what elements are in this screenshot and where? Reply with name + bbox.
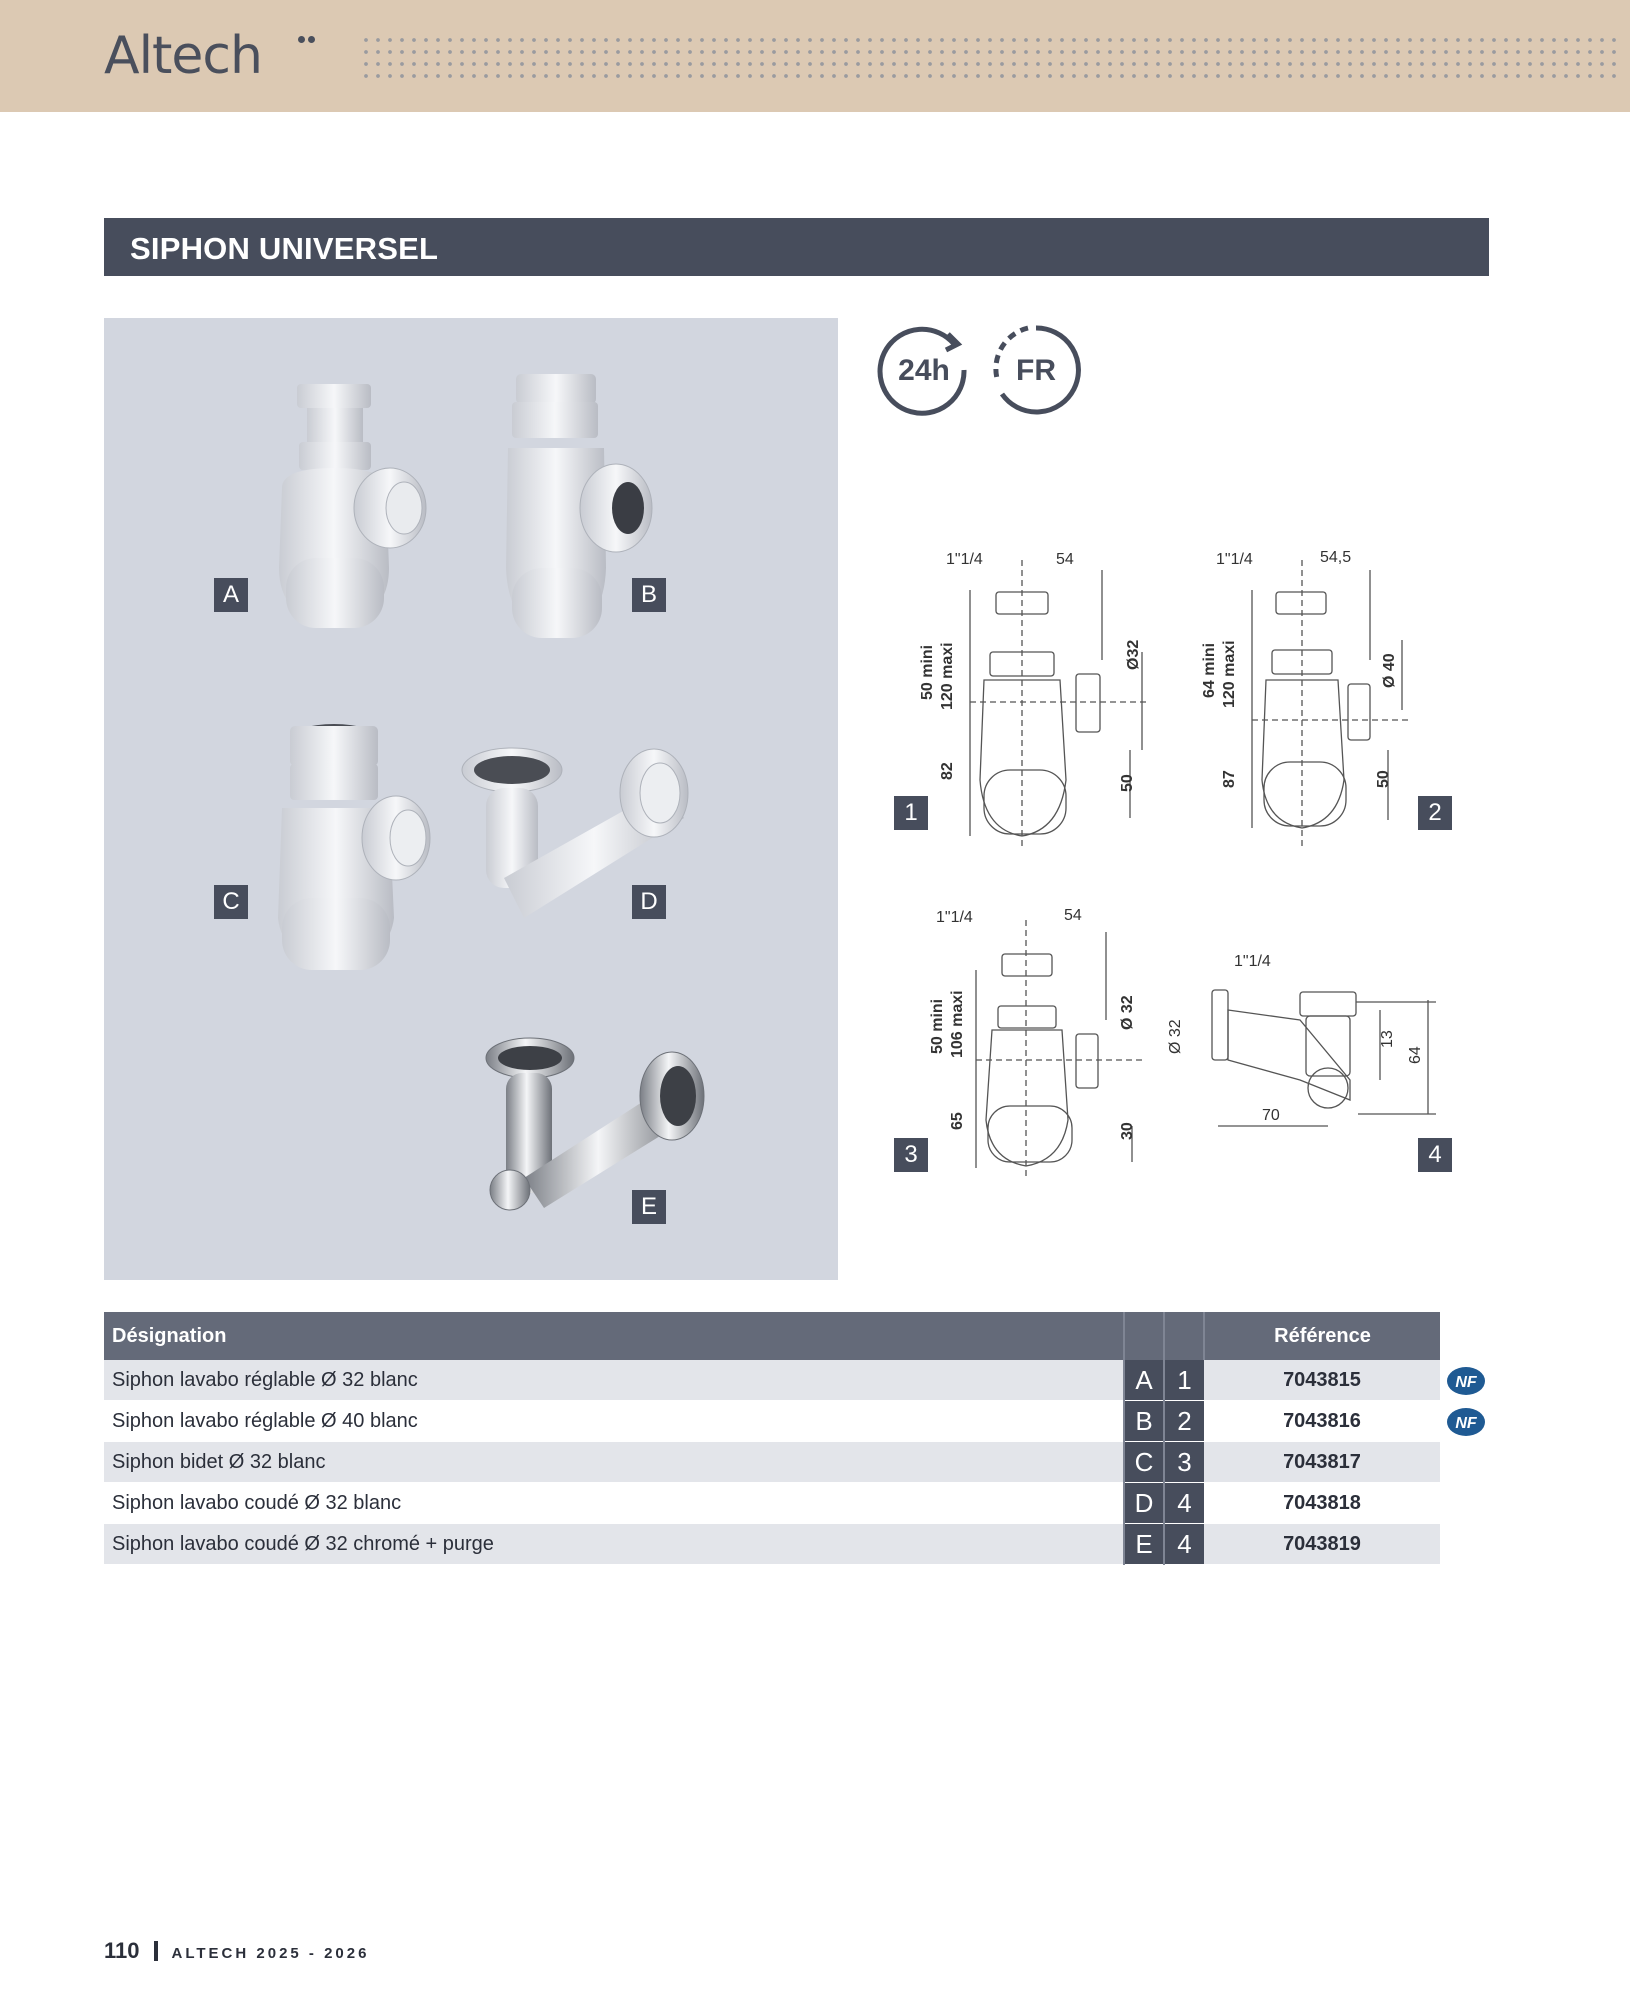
siphon-b-image — [506, 374, 653, 638]
table-header-row: Désignation Référence — [104, 1312, 1440, 1360]
d3-dia-label: Ø 32 — [1119, 995, 1136, 1030]
row-letter: C — [1123, 1441, 1164, 1483]
row-reference: 7043816 — [1204, 1400, 1440, 1442]
row-number: 4 — [1163, 1523, 1204, 1565]
fr-label: FR — [1016, 354, 1056, 387]
footer-text: ALTECH 2025 - 2026 — [171, 1945, 370, 1962]
row-designation: Siphon lavabo coudé Ø 32 blanc — [104, 1482, 1124, 1524]
row-letter: B — [1123, 1400, 1164, 1442]
row-letter: D — [1123, 1482, 1164, 1524]
france-made-icon: FR — [993, 325, 1081, 415]
siphon-c-image — [278, 724, 431, 970]
24h-label: 24h — [898, 354, 950, 387]
diagram-4 — [1211, 989, 1436, 1127]
d4-length-label: 70 — [1262, 1107, 1280, 1124]
table-row: Siphon lavabo réglable Ø 40 blanc B 2 70… — [104, 1400, 1440, 1442]
altech-logo: Altech — [104, 26, 263, 86]
row-designation: Siphon lavabo coudé Ø 32 chromé + purge — [104, 1523, 1124, 1565]
row-letter: E — [1123, 1523, 1164, 1565]
diagram-2 — [1251, 560, 1410, 850]
footer-divider — [153, 1941, 158, 1961]
section-title-bar: SIPHON UNIVERSEL — [104, 218, 1489, 276]
section-title: SIPHON UNIVERSEL — [130, 231, 439, 266]
table-row: Siphon bidet Ø 32 blanc C 3 7043817 — [104, 1441, 1440, 1483]
page-footer: 110 ALTECH 2025 - 2026 — [104, 1938, 369, 1964]
nf-certification-icon: NF — [1447, 1408, 1485, 1436]
product-illustrations — [278, 374, 705, 1211]
reference-header: Référence — [1203, 1312, 1440, 1360]
d4-h2-label: 64 — [1407, 1046, 1424, 1064]
diagram-number-4: 4 — [1418, 1138, 1452, 1172]
d2-dia-label: Ø 40 — [1381, 653, 1398, 688]
nf-label: NF — [1455, 1374, 1478, 1391]
diagram-number-2: 2 — [1418, 796, 1452, 830]
diagram-3 — [975, 920, 1142, 1180]
nf-label: NF — [1455, 1415, 1478, 1432]
row-reference: 7043818 — [1204, 1482, 1440, 1524]
d1-dia-label: Ø32 — [1125, 640, 1142, 670]
24h-delivery-icon: 24h — [877, 326, 967, 416]
siphon-d-image — [461, 747, 689, 918]
diagram-1 — [969, 560, 1150, 850]
d2-height-b-label: 120 maxi — [1221, 640, 1238, 708]
row-number: 3 — [1163, 1441, 1204, 1483]
product-badge-e: E — [632, 1190, 666, 1224]
row-designation: Siphon bidet Ø 32 blanc — [104, 1441, 1124, 1483]
row-reference: 7043815 — [1204, 1360, 1440, 1401]
product-table: Désignation Référence Siphon lavabo régl… — [104, 1312, 1440, 1565]
row-number: 1 — [1163, 1360, 1204, 1401]
row-reference: 7043819 — [1204, 1523, 1440, 1565]
d3-top-label: 1"1/4 — [936, 909, 973, 926]
siphon-a-image — [279, 384, 427, 628]
d1-top-label: 1"1/4 — [946, 551, 983, 568]
d4-dia-label: Ø 32 — [1167, 1019, 1184, 1054]
d2-outlet-label: 50 — [1375, 770, 1392, 788]
product-badge-b: B — [632, 578, 666, 612]
d2-height-a-label: 64 mini — [1201, 643, 1218, 698]
siphon-e-image — [485, 1037, 705, 1211]
d3-height-a-label: 50 mini — [929, 999, 946, 1054]
number-header — [1163, 1312, 1204, 1360]
product-photo-panel: A B C D E — [104, 318, 838, 1280]
d1-outlet-label: 50 — [1119, 774, 1136, 792]
letter-header — [1123, 1312, 1164, 1360]
product-badge-a: A — [214, 578, 248, 612]
row-designation: Siphon lavabo réglable Ø 32 blanc — [104, 1360, 1124, 1401]
product-badge-d: D — [632, 885, 666, 919]
page-number: 110 — [104, 1938, 140, 1963]
d4-h1-label: 13 — [1379, 1030, 1396, 1048]
product-badge-c: C — [214, 885, 248, 919]
d3-height-b-label: 106 maxi — [949, 990, 966, 1058]
row-letter: A — [1123, 1360, 1164, 1401]
d1-lower-label: 82 — [939, 762, 956, 780]
d3-outlet-label: 30 — [1119, 1122, 1136, 1140]
logo-dots-icon — [298, 34, 315, 48]
d3-width-label: 54 — [1064, 907, 1082, 924]
table-row: Siphon lavabo réglable Ø 32 blanc A 1 70… — [104, 1360, 1440, 1401]
nf-certification-icon: NF — [1447, 1367, 1485, 1395]
d1-height-b-label: 120 maxi — [939, 642, 956, 710]
diagram-number-1: 1 — [894, 796, 928, 830]
diagram-number-3: 3 — [894, 1138, 928, 1172]
designation-header: Désignation — [104, 1312, 1124, 1360]
header-band: Altech — [0, 0, 1630, 112]
table-row: Siphon lavabo coudé Ø 32 chromé + purge … — [104, 1523, 1440, 1565]
row-designation: Siphon lavabo réglable Ø 40 blanc — [104, 1400, 1124, 1442]
technical-diagrams: 1"1/4 54 50 mini 120 maxi Ø32 82 50 1"1/… — [880, 540, 1480, 1200]
d2-lower-label: 87 — [1221, 770, 1238, 788]
d1-height-a-label: 50 mini — [919, 645, 936, 700]
row-number: 4 — [1163, 1482, 1204, 1524]
d3-lower-label: 65 — [949, 1112, 966, 1130]
d4-top-label: 1"1/4 — [1234, 953, 1271, 970]
row-reference: 7043817 — [1204, 1441, 1440, 1483]
row-number: 2 — [1163, 1400, 1204, 1442]
d1-width-label: 54 — [1056, 551, 1074, 568]
d2-width-label: 54,5 — [1320, 549, 1351, 566]
dot-pattern — [360, 34, 1620, 84]
dimension-drawings: 1"1/4 54 50 mini 120 maxi Ø32 82 50 1"1/… — [919, 549, 1436, 1180]
table-row: Siphon lavabo coudé Ø 32 blanc D 4 70438… — [104, 1482, 1440, 1524]
d2-top-label: 1"1/4 — [1216, 551, 1253, 568]
